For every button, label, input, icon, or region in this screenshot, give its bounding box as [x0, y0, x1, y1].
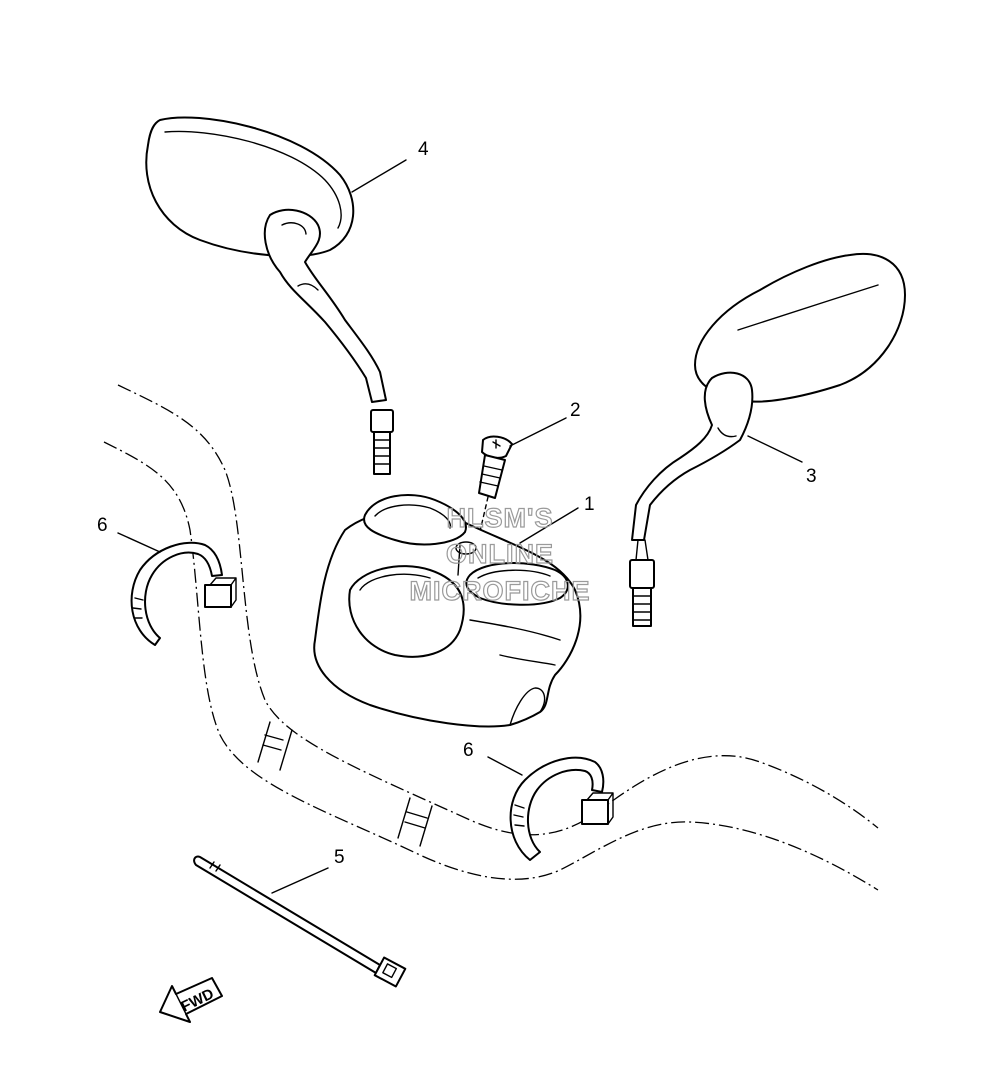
watermark-line-3: MICROFICHE: [410, 576, 591, 606]
watermark-line-1: HLSM'S: [447, 503, 554, 533]
callout-part-2: 2: [570, 400, 581, 421]
leader-line-6-right: [487, 756, 523, 776]
leader-line-6-left: [117, 532, 161, 553]
left-clamp: [130, 541, 237, 646]
watermark: HLSM'S ONLINE MICROFICHE: [409, 502, 591, 606]
watermark-line-2: ONLINE: [446, 539, 554, 569]
handlebar: [103, 384, 879, 891]
leader-line-5: [271, 867, 329, 894]
right-mirror: [629, 253, 906, 627]
left-mirror: [145, 116, 394, 475]
leader-line-2: [509, 417, 567, 447]
right-clamp: [509, 756, 614, 861]
bolt: [477, 435, 513, 541]
leader-line-1: [519, 507, 579, 544]
leader-lines: [117, 159, 803, 894]
forward-arrow-icon: FWD: [159, 977, 223, 1023]
callout-part-6-left: 6: [97, 515, 108, 536]
leader-line-3: [747, 435, 803, 463]
callout-part-4: 4: [418, 139, 429, 160]
handlebar-cover: [313, 494, 582, 728]
leader-line-4: [351, 159, 407, 193]
callout-part-1: 1: [584, 494, 595, 515]
callout-part-6-right: 6: [463, 740, 474, 761]
callout-part-3: 3: [806, 466, 817, 487]
cable-tie: [193, 855, 407, 988]
callout-part-5: 5: [334, 847, 345, 868]
